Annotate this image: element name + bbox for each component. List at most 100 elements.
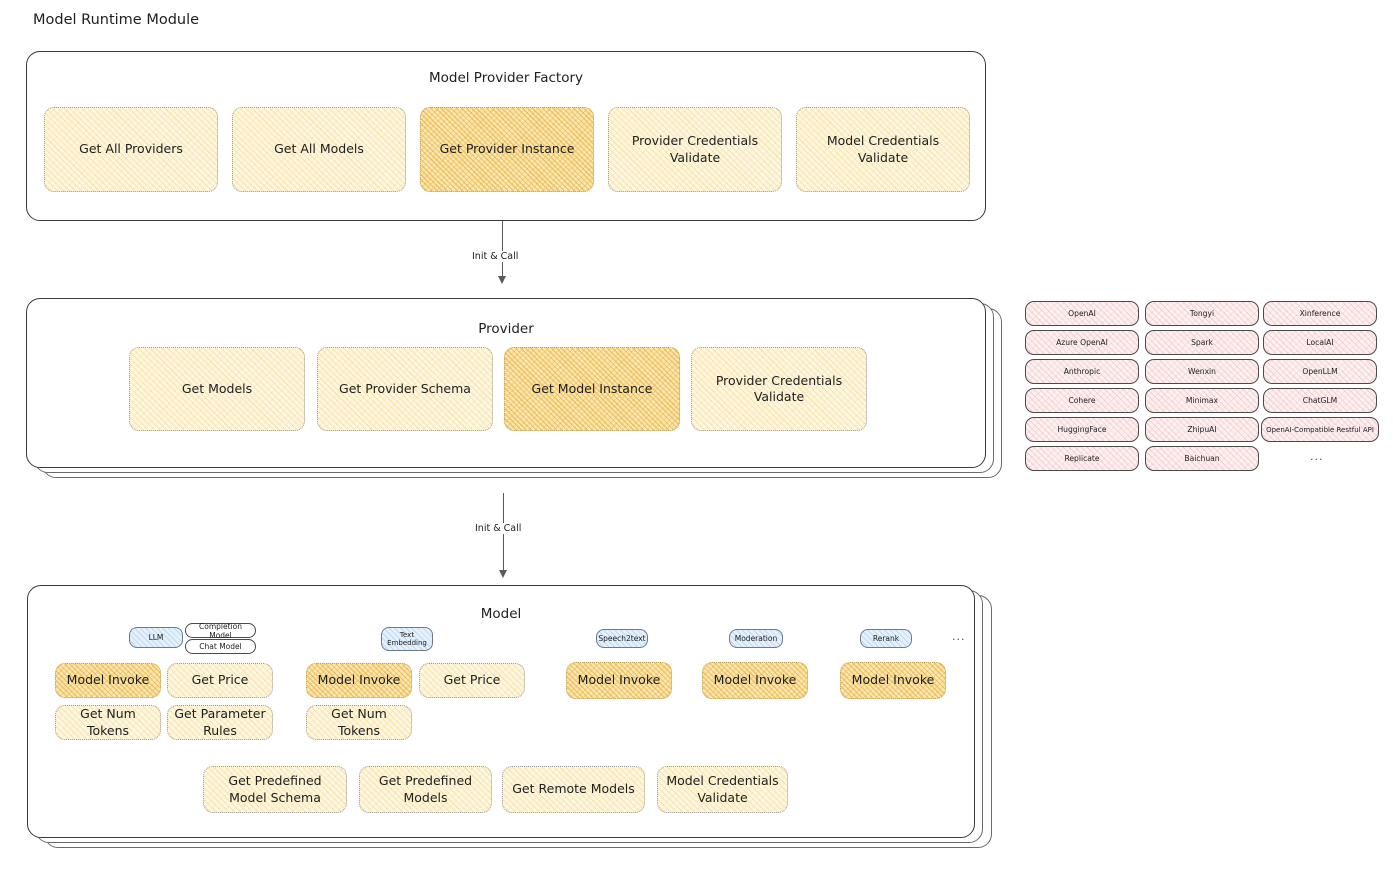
provider-method-provider-credentials-validate[interactable]: Provider Credentials Validate [691, 347, 867, 431]
provider-pill-label: Cohere [1068, 396, 1096, 405]
model-type-label: Speech2text [598, 634, 646, 643]
provider-pill-label: Minimax [1185, 396, 1219, 405]
provider-pill-spark[interactable]: Spark [1145, 330, 1259, 355]
provider-pill-zhipuai[interactable]: ZhipuAI [1145, 417, 1259, 442]
llm-method-label: Model Invoke [66, 672, 150, 688]
rerank-method-model-invoke[interactable]: Model Invoke [840, 662, 946, 699]
provider-method-label: Get Models [181, 380, 253, 396]
provider-pill-label: ChatGLM [1302, 396, 1338, 405]
provider-pill-label: HuggingFace [1057, 425, 1107, 434]
provider-pill-tongyi[interactable]: Tongyi [1145, 301, 1259, 326]
provider-pill-replicate[interactable]: Replicate [1025, 446, 1139, 471]
provider-pill-label: Wenxin [1188, 367, 1216, 376]
model-type-label: Rerank [872, 634, 900, 643]
speech2text-method-label: Model Invoke [577, 672, 661, 688]
provider-pill-openllm[interactable]: OpenLLM [1263, 359, 1377, 384]
factory-method-get-all-models[interactable]: Get All Models [232, 107, 406, 192]
moderation-method-label: Model Invoke [713, 672, 797, 688]
model-type-chip-moderation[interactable]: Moderation [729, 629, 783, 648]
arrow-factory-to-provider-head [498, 276, 506, 284]
factory-method-model-credentials-validate[interactable]: Model Credentials Validate [796, 107, 970, 192]
provider-title: Provider [478, 321, 534, 337]
model-type-chip-llm[interactable]: LLM [129, 627, 183, 648]
model-common-method-label: Get Remote Models [512, 781, 635, 797]
text-embedding-method-get-price[interactable]: Get Price [419, 663, 525, 698]
provider-pill-label: ZhipuAI [1187, 425, 1217, 434]
factory-method-label: Get All Providers [79, 141, 183, 157]
provider-pill-label: OpenAI-Compatible Restful API [1266, 425, 1374, 434]
factory-method-label: Get Provider Instance [439, 141, 575, 157]
provider-pill-label: Xinference [1299, 309, 1341, 318]
provider-method-label: Get Provider Schema [339, 380, 471, 396]
moderation-method-model-invoke[interactable]: Model Invoke [702, 662, 808, 699]
model-common-method-model-credentials-validate[interactable]: Model Credentials Validate [657, 766, 788, 813]
provider-pill-anthropic[interactable]: Anthropic [1025, 359, 1139, 384]
text-embedding-method-label: Get Num Tokens [331, 706, 387, 738]
model-type-label: Text Embedding [387, 630, 427, 647]
provider-pill-chatglm[interactable]: ChatGLM [1263, 388, 1377, 413]
provider-pill-localai[interactable]: LocalAI [1263, 330, 1377, 355]
speech2text-method-model-invoke[interactable]: Model Invoke [566, 662, 672, 699]
model-common-method-get-predefined-models[interactable]: Get Predefined Models [359, 766, 492, 813]
provider-pill-xinference[interactable]: Xinference [1263, 301, 1377, 326]
provider-pill-wenxin[interactable]: Wenxin [1145, 359, 1259, 384]
model-common-method-label: Model Credentials Validate [666, 773, 779, 805]
model-subtype-label: Chat Model [199, 642, 242, 651]
model-title: Model [480, 606, 522, 622]
factory-method-provider-credentials-validate[interactable]: Provider Credentials Validate [608, 107, 782, 192]
factory-method-get-provider-instance[interactable]: Get Provider Instance [420, 107, 594, 192]
provider-pill-label: Replicate [1064, 454, 1100, 463]
factory-method-get-all-providers[interactable]: Get All Providers [44, 107, 218, 192]
factory-method-label: Provider Credentials Validate [631, 133, 759, 165]
factory-method-label: Model Credentials Validate [826, 133, 940, 165]
text-embedding-method-get-num-tokens[interactable]: Get Num Tokens [306, 705, 412, 740]
provider-method-get-model-instance[interactable]: Get Model Instance [504, 347, 680, 431]
provider-method-get-provider-schema[interactable]: Get Provider Schema [317, 347, 493, 431]
arrow-provider-to-model-line [503, 493, 505, 576]
text-embedding-method-label: Get Price [443, 672, 501, 688]
provider-pill-huggingface[interactable]: HuggingFace [1025, 417, 1139, 442]
provider-pill-openai-compatible-restful-api[interactable]: OpenAI-Compatible Restful API [1261, 417, 1379, 442]
model-subtype-chip-chat-model[interactable]: Chat Model [185, 639, 256, 654]
model-common-method-label: Get Predefined Models [378, 773, 473, 805]
llm-method-label: Get Price [191, 672, 249, 688]
factory-title: Model Provider Factory [428, 70, 583, 86]
arrow-provider-to-model-label: Init & Call [471, 523, 526, 534]
provider-pill-openai[interactable]: OpenAI [1025, 301, 1139, 326]
provider-pill-label: Baichuan [1184, 454, 1220, 463]
llm-method-label: Get Parameter Rules [174, 706, 266, 738]
provider-pill-azure-openai[interactable]: Azure OpenAI [1025, 330, 1139, 355]
llm-method-model-invoke[interactable]: Model Invoke [55, 663, 161, 698]
llm-method-get-parameter-rules[interactable]: Get Parameter Rules [167, 705, 273, 740]
provider-method-label: Get Model Instance [531, 380, 653, 396]
llm-method-get-num-tokens[interactable]: Get Num Tokens [55, 705, 161, 740]
model-type-label: LLM [148, 633, 164, 642]
llm-method-get-price[interactable]: Get Price [167, 663, 273, 698]
model-subtype-chip-completion-model[interactable]: Completion Model [185, 621, 256, 640]
llm-method-label: Get Num Tokens [80, 706, 136, 738]
provider-method-label: Provider Credentials Validate [715, 372, 843, 405]
model-common-method-get-remote-models[interactable]: Get Remote Models [502, 766, 645, 813]
text-embedding-method-label: Model Invoke [317, 672, 401, 688]
provider-pill-baichuan[interactable]: Baichuan [1145, 446, 1259, 471]
text-embedding-method-model-invoke[interactable]: Model Invoke [306, 663, 412, 698]
provider-pill-label: OpenAI [1068, 309, 1096, 318]
page-title: Model Runtime Module [33, 12, 200, 28]
rerank-method-label: Model Invoke [851, 672, 935, 688]
provider-method-get-models[interactable]: Get Models [129, 347, 305, 431]
model-type-chip-rerank[interactable]: Rerank [860, 629, 912, 648]
model-types-more-ellipsis: ... [952, 630, 966, 643]
model-subtype-label: Completion Model [199, 621, 242, 640]
model-common-method-get-predefined-model-schema[interactable]: Get Predefined Model Schema [203, 766, 347, 813]
provider-pill-label: Azure OpenAI [1056, 338, 1108, 347]
provider-pill-label: Tongyi [1189, 309, 1215, 318]
factory-method-label: Get All Models [274, 141, 364, 157]
arrow-provider-to-model-head [499, 570, 507, 578]
provider-pill-cohere[interactable]: Cohere [1025, 388, 1139, 413]
provider-pill-label: OpenLLM [1302, 367, 1338, 376]
provider-pill-minimax[interactable]: Minimax [1145, 388, 1259, 413]
model-type-chip-text-embedding[interactable]: Text Embedding [381, 627, 433, 651]
model-type-chip-speech2text[interactable]: Speech2text [596, 629, 648, 648]
provider-pill-label: Anthropic [1063, 367, 1101, 376]
